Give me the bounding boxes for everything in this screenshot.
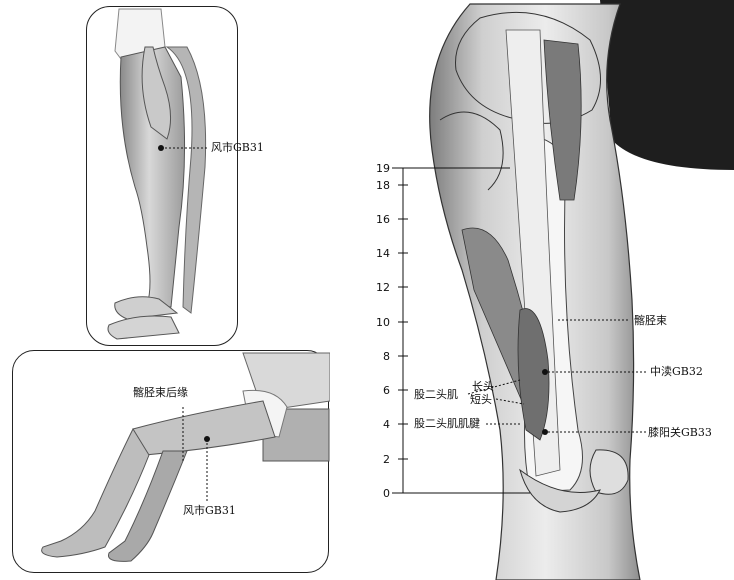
iliotibial-tract-label: 髂胫束 bbox=[634, 314, 667, 327]
scale-tick-14: 14 bbox=[376, 247, 390, 260]
scale-tick-6: 6 bbox=[383, 384, 390, 397]
scale-tick-8: 8 bbox=[383, 350, 390, 363]
xiyangguan-gb33-label: 膝阳关GB33 bbox=[648, 426, 712, 439]
scale-tick-2: 2 bbox=[383, 453, 390, 466]
fengshi-label-top: 风市GB31 bbox=[211, 141, 264, 154]
scale-tick-12: 12 bbox=[376, 281, 390, 294]
zhongdu-point bbox=[542, 369, 548, 375]
long-head-label: 长头 bbox=[472, 380, 494, 393]
seated-leg-illustration bbox=[41, 352, 330, 562]
standing-leg-panel: 风市GB31 bbox=[86, 6, 264, 346]
scale-tick-10: 10 bbox=[376, 316, 390, 329]
fengshi-label-bottom: 风市GB31 bbox=[183, 504, 236, 517]
scale-tick-18: 18 bbox=[376, 179, 390, 192]
scale-ticks bbox=[398, 184, 408, 460]
xiyangguan-point bbox=[542, 429, 548, 435]
scale-tick-0: 0 bbox=[383, 487, 390, 500]
zhongdu-gb32-label: 中渎GB32 bbox=[650, 365, 703, 378]
biceps-tendon-label: 股二头肌肌腱 bbox=[414, 417, 480, 430]
iliotibial-rear-edge-label: 髂胫束后缘 bbox=[133, 386, 188, 399]
scale-tick-19: 19 bbox=[376, 162, 390, 175]
standing-leg-illustration bbox=[107, 8, 209, 340]
seated-leg-panel: 髂胫束后缘 风市GB31 bbox=[12, 350, 330, 573]
scale-tick-4: 4 bbox=[383, 418, 390, 431]
short-head-label: 短头 bbox=[470, 393, 492, 406]
scale-tick-16: 16 bbox=[376, 213, 390, 226]
biceps-femoris-label: 股二头肌 bbox=[414, 388, 458, 401]
